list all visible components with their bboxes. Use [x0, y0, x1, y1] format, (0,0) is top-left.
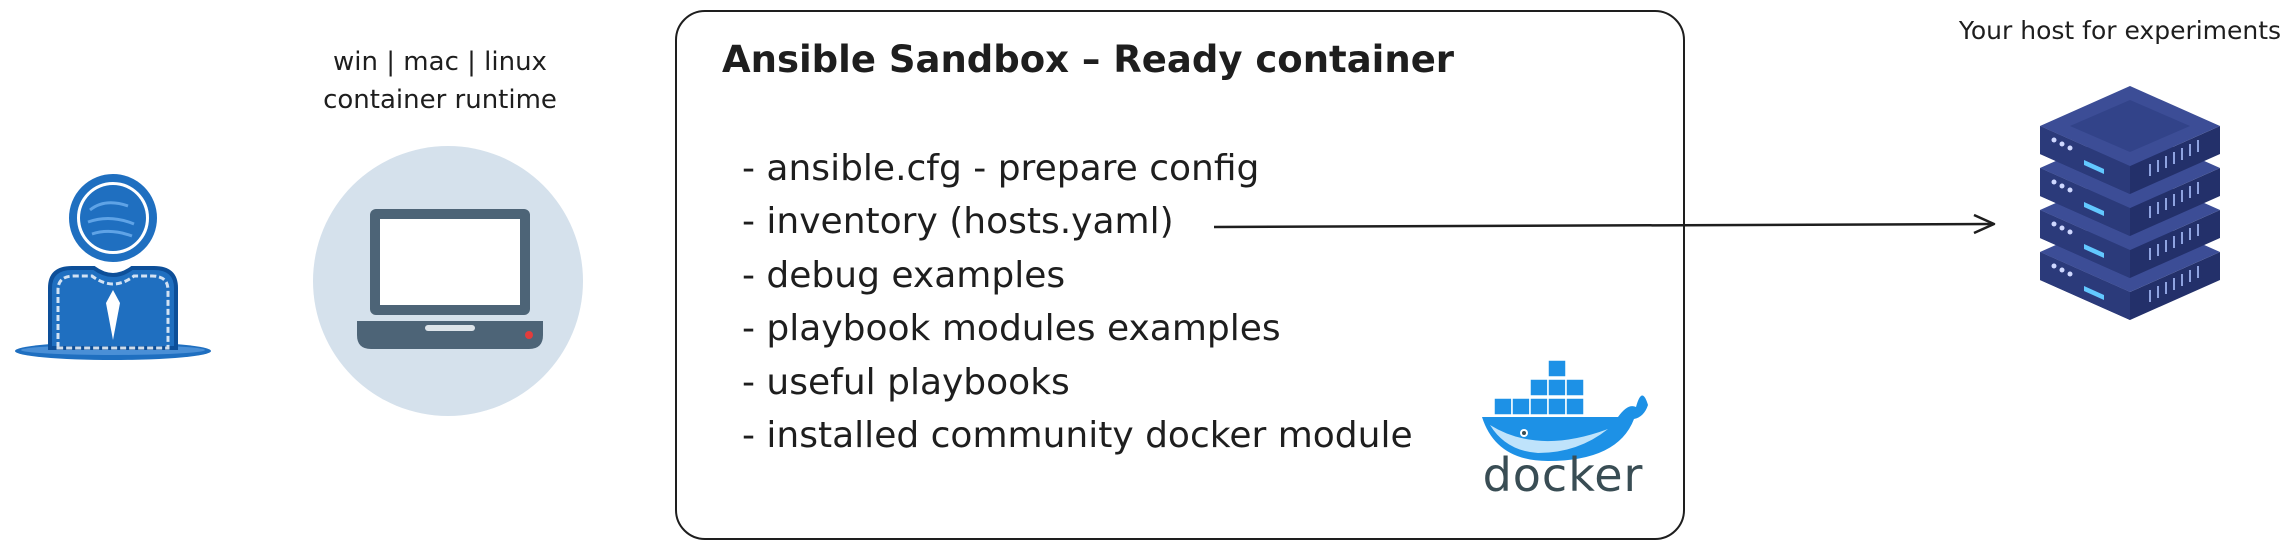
- feature-list: - ansible.cfg - prepare config - invento…: [742, 142, 1413, 462]
- feature-item: - debug examples: [742, 254, 1066, 296]
- docker-whale-icon: [1482, 359, 1648, 461]
- server-stack-icon: [2040, 86, 2220, 320]
- sandbox-container-box: [675, 10, 1685, 540]
- feature-item: - playbook modules examples: [742, 308, 1281, 350]
- laptop-icon: [357, 209, 543, 349]
- user-icon: [15, 174, 211, 360]
- feature-item: - useful playbooks: [742, 361, 1070, 403]
- host-label: Your host for experiments: [1958, 16, 2282, 45]
- docker-logo-text: docker: [1482, 448, 1644, 502]
- connector-arrow: [1213, 213, 1996, 235]
- feature-item: - ansible.cfg - prepare config: [742, 148, 1260, 189]
- sandbox-title: Ansible Sandbox – Ready container: [722, 38, 1455, 81]
- runtime-label-line2: container runtime: [323, 85, 557, 115]
- runtime-label-line1: win | mac | linux: [333, 47, 547, 77]
- feature-item: - inventory (hosts.yaml): [742, 201, 1174, 243]
- feature-item: - installed community docker module: [742, 415, 1413, 457]
- runtime-label: win | mac | linux container runtime: [300, 43, 580, 119]
